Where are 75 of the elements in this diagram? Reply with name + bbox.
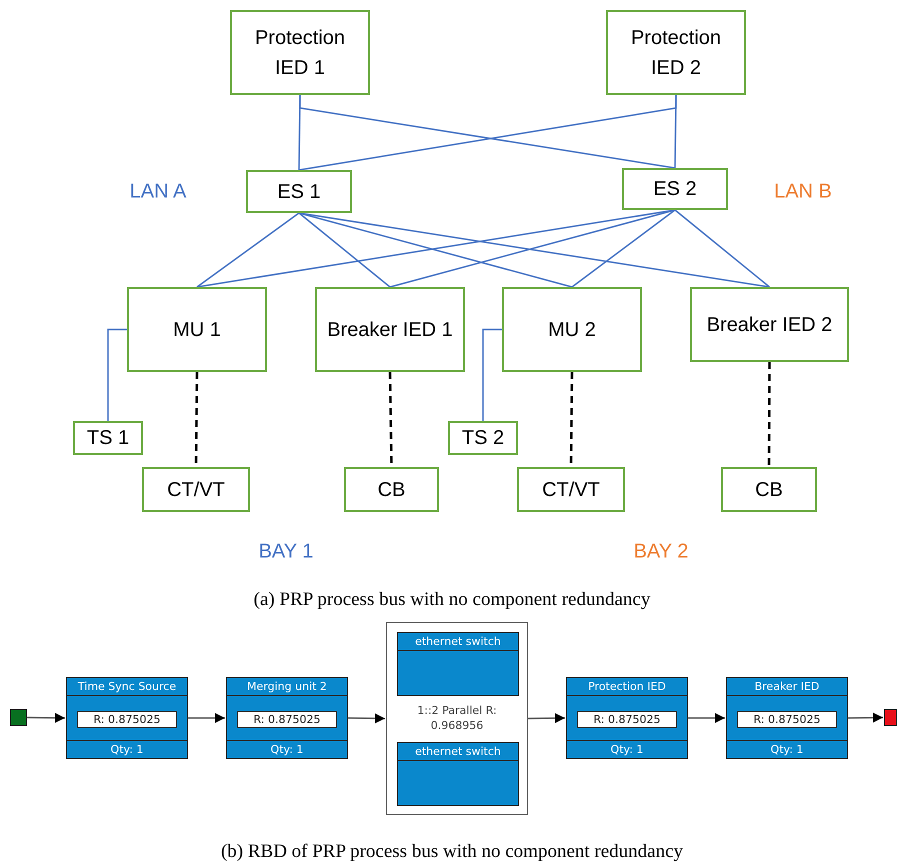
device-label: Protection IED 1 bbox=[254, 26, 346, 80]
connector-line bbox=[572, 209, 676, 288]
reliability-block bbox=[726, 677, 848, 759]
connector-line bbox=[107, 328, 127, 421]
reliability-block bbox=[397, 742, 519, 806]
device-label: MU 2 bbox=[548, 318, 596, 342]
device-box bbox=[246, 170, 352, 213]
device-box bbox=[230, 10, 370, 95]
device-box bbox=[142, 467, 250, 512]
device-box bbox=[315, 287, 465, 372]
block-title: ethernet switch bbox=[398, 633, 518, 651]
device-label: Breaker IED 2 bbox=[706, 312, 832, 338]
device-box bbox=[517, 467, 625, 512]
arrow bbox=[528, 713, 566, 724]
quantity-label: Qty: 1 bbox=[567, 740, 687, 758]
device-label: ES 2 bbox=[653, 177, 697, 202]
arrow bbox=[188, 713, 225, 723]
connector-line bbox=[674, 209, 770, 288]
parallel-reliability-text: 1::2 Parallel R: 0.968956 bbox=[416, 703, 498, 733]
connector-line bbox=[298, 94, 301, 170]
connector-line bbox=[298, 212, 390, 288]
device-label: Breaker IED 1 bbox=[327, 318, 453, 342]
device-box bbox=[606, 10, 746, 95]
device-label: ES 1 bbox=[277, 180, 321, 204]
device-box bbox=[127, 287, 267, 372]
device-label: Protection IED 2 bbox=[630, 26, 722, 80]
device-box bbox=[73, 421, 143, 455]
reliability-value: R: 0.875025 bbox=[77, 711, 177, 728]
block-title: ethernet switch bbox=[398, 743, 518, 761]
block-title: Protection IED bbox=[567, 678, 687, 696]
reliability-value: R: 0.875025 bbox=[737, 711, 837, 728]
terminal-square bbox=[884, 709, 897, 726]
device-label: MU 1 bbox=[173, 318, 221, 342]
device-label: CB bbox=[378, 478, 406, 502]
arrow bbox=[26, 712, 66, 723]
reliability-block bbox=[397, 632, 519, 696]
arrow bbox=[348, 713, 386, 724]
block-title: Merging unit 2 bbox=[227, 678, 347, 696]
connector-line bbox=[768, 362, 771, 467]
device-box bbox=[690, 287, 849, 362]
reliability-block bbox=[226, 677, 348, 759]
terminal-square bbox=[10, 709, 27, 726]
device-box bbox=[448, 421, 518, 455]
device-label: CB bbox=[755, 478, 783, 502]
connector-line bbox=[390, 209, 676, 288]
device-box bbox=[344, 467, 439, 512]
quantity-label: Qty: 1 bbox=[227, 740, 347, 758]
parallel-group bbox=[386, 622, 528, 815]
reliability-value: R: 0.875025 bbox=[577, 711, 677, 728]
connector-line bbox=[298, 212, 572, 288]
bay-label: BAY 2 bbox=[634, 540, 688, 564]
network-label: LAN A bbox=[130, 180, 186, 204]
connector-line bbox=[196, 212, 300, 288]
quantity-label: Qty: 1 bbox=[67, 740, 187, 758]
block-title: Time Sync Source bbox=[67, 678, 187, 696]
device-label: TS 2 bbox=[462, 426, 504, 451]
connector-line bbox=[482, 328, 502, 421]
device-label: TS 1 bbox=[86, 426, 130, 451]
bay-label: BAY 1 bbox=[258, 540, 314, 564]
network-label: LAN B bbox=[774, 180, 832, 204]
figure-caption: (b) RBD of PRP process bus with no component redundancy bbox=[220, 841, 684, 863]
figure-caption: (a) PRP process bus with no component redundancy bbox=[254, 589, 650, 611]
device-label: CT/VT bbox=[167, 478, 225, 502]
arrow bbox=[848, 712, 884, 723]
device-label: CT/VT bbox=[542, 478, 600, 502]
block-title: Breaker IED bbox=[727, 678, 847, 696]
connector-line bbox=[674, 94, 677, 168]
device-box bbox=[502, 287, 642, 372]
arrow bbox=[688, 713, 725, 723]
reliability-block bbox=[566, 677, 688, 759]
device-box bbox=[721, 467, 817, 512]
reliability-block bbox=[66, 677, 188, 759]
quantity-label: Qty: 1 bbox=[727, 740, 847, 758]
reliability-value: R: 0.875025 bbox=[237, 711, 337, 728]
device-box bbox=[622, 168, 728, 210]
